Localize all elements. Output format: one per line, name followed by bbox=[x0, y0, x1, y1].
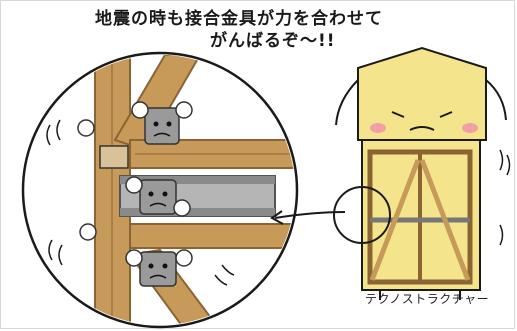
bracket-character bbox=[77, 119, 129, 241]
caption-line-1: 地震の時も接合金具が力を合わせて bbox=[95, 9, 383, 29]
caption-line-2: がんばるぞ〜!! bbox=[210, 31, 336, 51]
house-character bbox=[333, 46, 511, 300]
magnified-joint-circle bbox=[21, 51, 299, 329]
zoom-arrow bbox=[270, 210, 346, 225]
connector-character-bottom bbox=[125, 249, 193, 287]
shake-lines bbox=[46, 119, 235, 286]
connector-character-middle bbox=[125, 176, 191, 217]
zoom-target-circle bbox=[333, 186, 391, 244]
wood-beam-lower bbox=[129, 223, 295, 249]
illustration-caption: 地震の時も接合金具が力を合わせて がんばるぞ〜!! bbox=[95, 8, 515, 52]
product-label: テクノストラクチャー bbox=[365, 292, 490, 306]
connector-character-top bbox=[131, 101, 193, 145]
